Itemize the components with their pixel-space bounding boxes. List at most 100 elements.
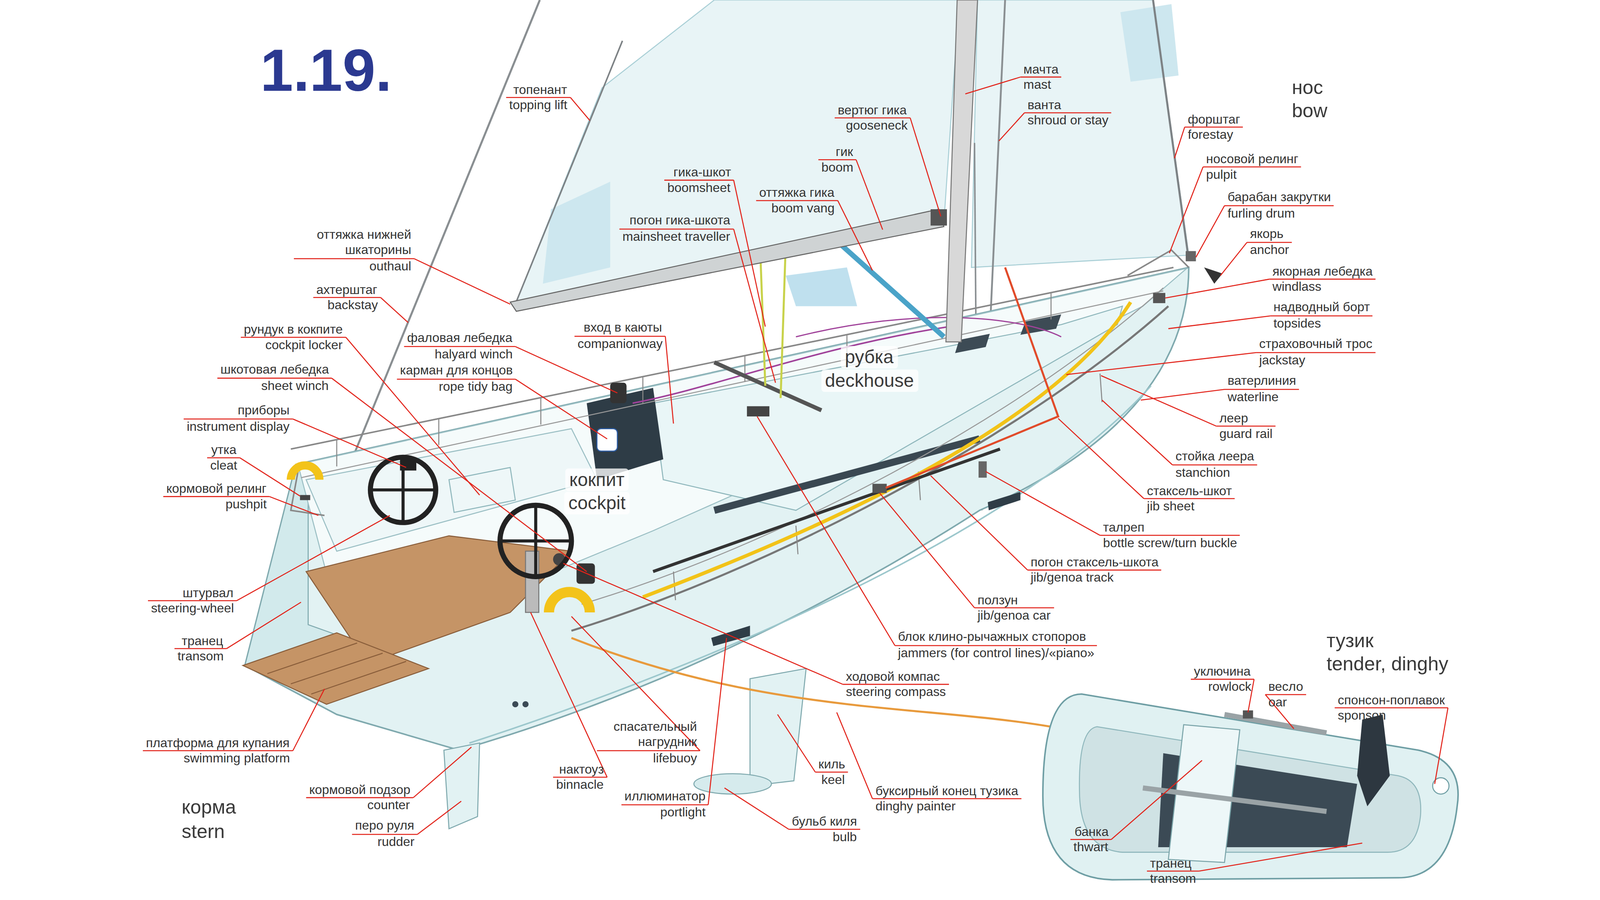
leader-line [414,258,511,305]
part-name: jib/genoa track [1030,569,1114,586]
lines-and-fittings [760,249,766,386]
leader-line [292,418,406,468]
part-name: транец [1150,855,1192,871]
part-name: dinghy painter [875,798,956,814]
deck [267,643,358,674]
hull [749,668,806,786]
leader-line [417,800,462,835]
part-name: карман для концов [399,362,513,378]
part-name: вход в каюты [583,319,663,336]
leader-line [708,637,727,805]
leader-line [226,601,301,649]
part-name: anchor [1250,242,1290,258]
deck [242,632,429,705]
part-name: буксирный конец тузика [875,783,1019,799]
part-name: binnacle [556,777,604,793]
part-name: перо руля [355,817,415,833]
part-name: jackstay [1259,352,1306,368]
part-name: нактоуз [559,761,604,778]
rigging [515,40,623,304]
area-name: нос [1291,75,1323,99]
part-name: waterline [1227,389,1279,405]
leader-line [1220,242,1247,276]
part-name: swimming platform [183,750,290,766]
deck [311,661,406,694]
part-name: погон стаксель-шкота [1030,554,1159,570]
part-name: мачта [1023,61,1059,77]
leader-line [1196,205,1225,258]
part-name: леер [1219,410,1249,426]
dinghy [1357,714,1391,807]
area-name: stern [181,818,225,843]
part-name: утка [211,442,237,458]
leader-line [1102,399,1173,465]
part-name: thwart [1073,839,1109,855]
part-name: steering-wheel [151,600,234,616]
part-name: sponson [1337,707,1387,724]
sail [542,181,610,284]
part-name: stanchion [1175,464,1231,480]
leader-line [1140,389,1225,400]
part-name: mainsheet traveller [622,229,731,245]
part-name: оттяжка нижней шкаторины [297,227,412,258]
part-name: shroud or stay [1027,112,1109,128]
area-name: кокпит [565,467,629,491]
leader-line [1165,279,1270,298]
part-name: уключина [1193,663,1251,680]
lines-and-fittings [1204,267,1223,284]
leader-line [1058,418,1144,499]
lines-and-fittings [714,362,822,411]
part-name: страховочный трос [1259,336,1373,352]
lines-and-fittings [290,0,1223,727]
leader-line [515,379,608,439]
deck [653,305,1123,510]
part-name: кормовой релинг [166,481,267,497]
part-name: outhaul [369,258,412,274]
part-name: jammers (for control lines)/«piano» [897,645,1095,661]
part-name: форштаг [1187,111,1241,127]
part-name: надводный борт [1273,299,1370,315]
part-name: boom vang [771,200,835,216]
deck [714,438,980,511]
part-name: гик [835,144,853,160]
leader-line [998,112,1025,141]
rails [336,439,338,467]
rails [642,376,644,404]
lines-and-fittings [534,505,538,577]
hull [512,701,519,708]
hull [522,701,529,708]
part-name: jib sheet [1146,498,1195,514]
part-name: ванта [1027,97,1062,113]
figure-number: 1.19. [260,36,392,104]
part-name: mast [1023,77,1051,93]
leader-line [724,787,790,829]
part-name: ватерлиния [1227,373,1297,389]
part-name: спасательный нагрудник [599,719,697,750]
area-name: тузик [1326,628,1374,652]
lines-and-fittings [499,505,572,577]
lines-and-fittings [510,209,944,312]
leader-line [236,515,390,601]
lines-and-fittings [1185,251,1197,262]
part-name: lifebuoy [653,750,698,766]
rails [571,305,1169,631]
leader-line [733,229,776,383]
lines-and-fittings [643,301,1131,597]
leader-line [1169,166,1203,254]
rails [540,397,542,425]
part-name: backstay [327,297,378,313]
leader-line [1434,707,1449,784]
leader-line [515,346,618,393]
lines-and-fittings [747,406,770,417]
part-name: bulb [832,828,857,845]
part-name: ползун [977,592,1018,608]
part-name: transom [177,648,224,664]
part-name: платформа для купания [145,735,290,751]
part-name: рундук в кокпите [243,321,343,338]
lines-and-fittings [978,461,987,478]
lines-and-fittings [780,244,786,398]
leader-line [1265,694,1294,729]
part-name: транец [181,633,224,649]
leader-line [837,200,873,271]
